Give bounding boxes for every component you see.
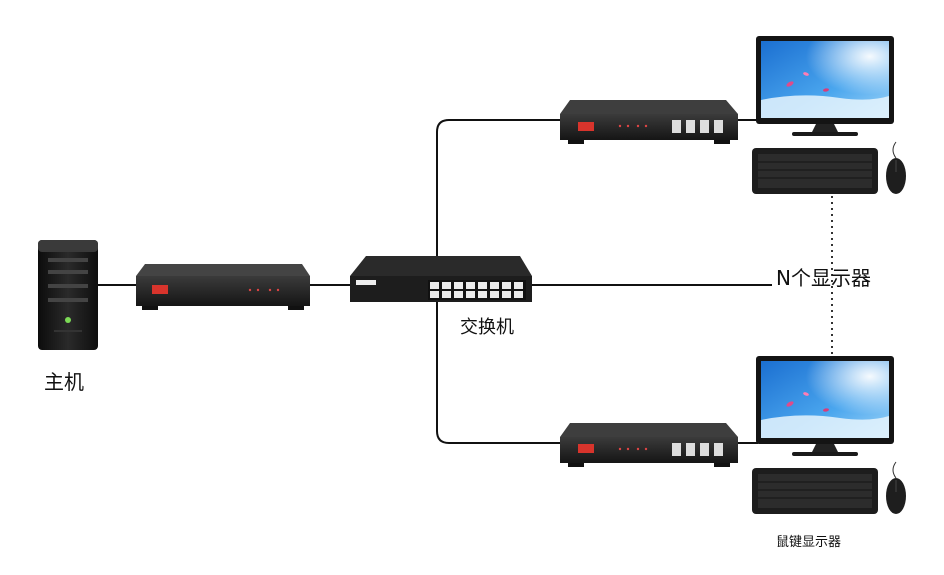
receiver-box-top xyxy=(560,100,738,144)
mouse-top xyxy=(886,141,906,194)
usb-port-icon xyxy=(686,120,695,133)
usb-port-icon xyxy=(672,120,681,133)
monitor-bottom xyxy=(756,356,894,456)
keyboard-bottom xyxy=(752,468,878,514)
cable-switch-receiver-top xyxy=(436,119,560,258)
usb-port-icon xyxy=(672,443,681,456)
host-pc-tower xyxy=(38,240,98,350)
power-led-icon xyxy=(65,317,71,323)
usb-port-icon xyxy=(700,443,709,456)
kvm-display-label: 鼠键显示器 xyxy=(776,535,842,550)
monitor-top xyxy=(756,36,894,136)
dip-switch-icon xyxy=(152,285,168,294)
keyboard-top xyxy=(752,148,878,194)
dip-switch-icon xyxy=(578,444,594,453)
n-displays-label: N个显示器 xyxy=(776,266,871,290)
host-label: 主机 xyxy=(44,370,84,394)
usb-port-icon xyxy=(714,443,723,456)
switch-brand-logo xyxy=(356,280,376,285)
usb-port-icon xyxy=(686,443,695,456)
cable-switch-receiver-bottom xyxy=(436,302,560,444)
receiver-box-bottom xyxy=(560,423,738,467)
mouse-bottom xyxy=(886,461,906,514)
dip-switch-icon xyxy=(578,122,594,131)
usb-port-icon xyxy=(700,120,709,133)
switch-ethernet-ports xyxy=(428,280,526,300)
usb-port-icon xyxy=(714,120,723,133)
transmitter-box xyxy=(136,264,310,310)
cables xyxy=(98,119,772,444)
switch-label: 交换机 xyxy=(460,317,514,338)
network-switch xyxy=(350,256,532,302)
